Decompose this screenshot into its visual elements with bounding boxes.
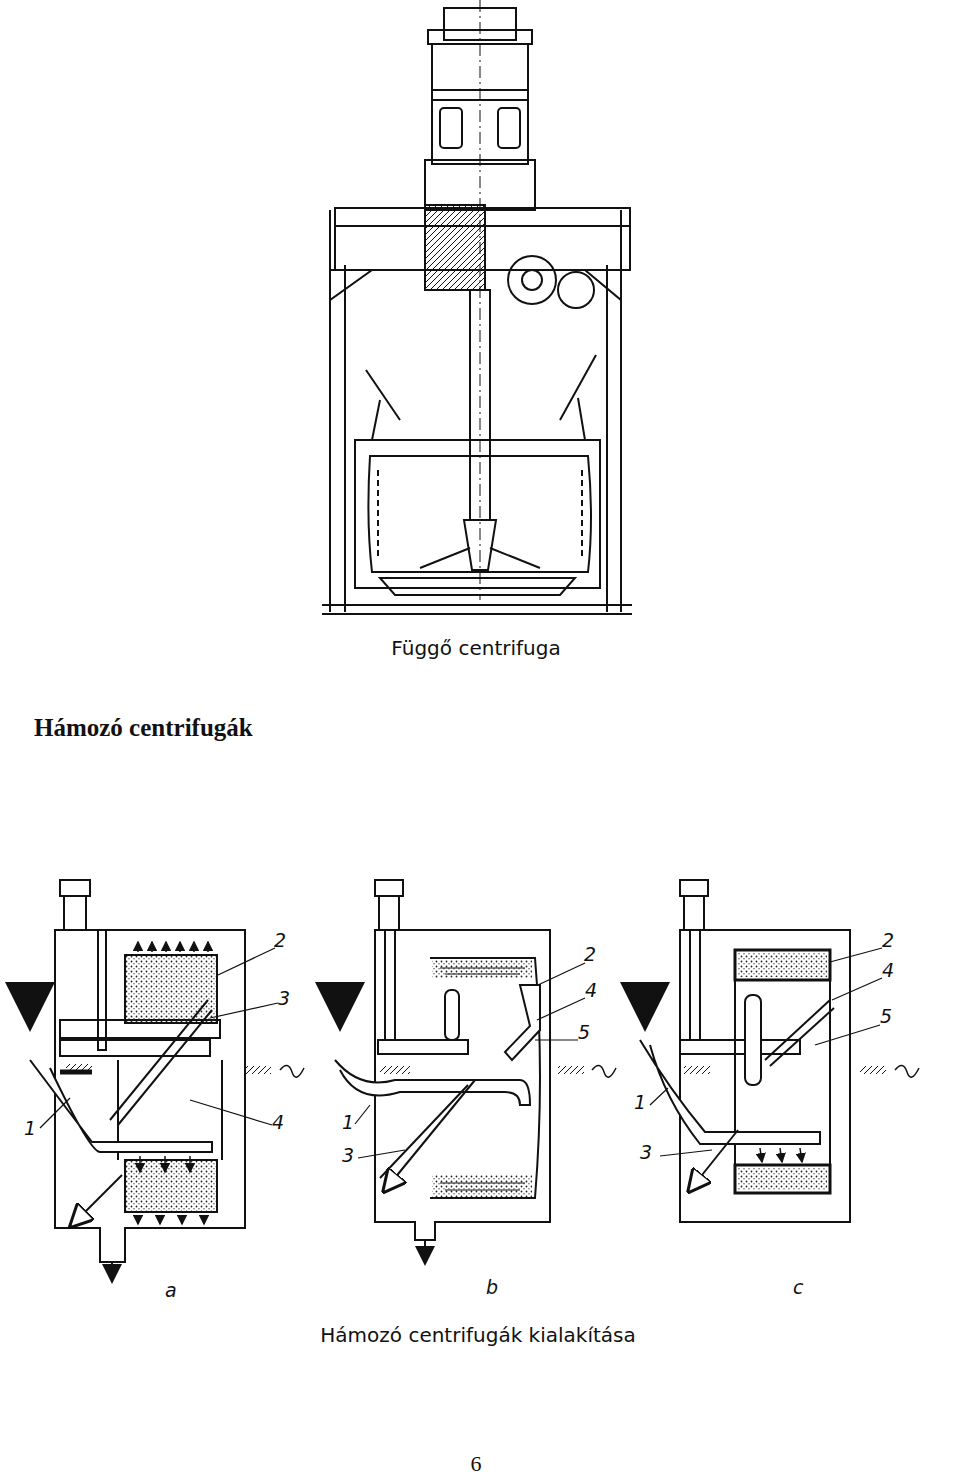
figure-letter: a (165, 1280, 177, 1301)
callout-number: 1 (342, 1112, 354, 1133)
callout-number: 3 (278, 988, 290, 1009)
callout-number: 2 (882, 930, 894, 951)
page-number: 6 (471, 1452, 482, 1476)
figure-caption: Függő centrifuga (391, 637, 560, 659)
hanging-centrifuge (322, 0, 632, 614)
callout-number: 4 (585, 980, 597, 1001)
callout-number: 3 (342, 1145, 354, 1166)
callout-number: 5 (880, 1006, 892, 1027)
callout-number: 1 (634, 1092, 646, 1113)
peeler-centrifuge-c (640, 880, 919, 1222)
callout-number: 2 (274, 930, 286, 951)
callout-number: 4 (882, 960, 894, 981)
callout-number: 2 (584, 944, 596, 965)
callout-number: 5 (578, 1022, 590, 1043)
callout-number: 3 (640, 1142, 652, 1163)
figure-caption: Hámozó centrifugák kialakítása (320, 1324, 635, 1346)
figure-letter: b (486, 1277, 498, 1298)
peeler-centrifuge-b (335, 880, 616, 1262)
peeler-centrifuge-a (30, 880, 304, 1280)
callout-number: 4 (272, 1112, 284, 1133)
figure-letter: c (793, 1277, 803, 1298)
callout-number: 1 (24, 1118, 36, 1139)
section-heading: Hámozó centrifugák (34, 714, 253, 742)
